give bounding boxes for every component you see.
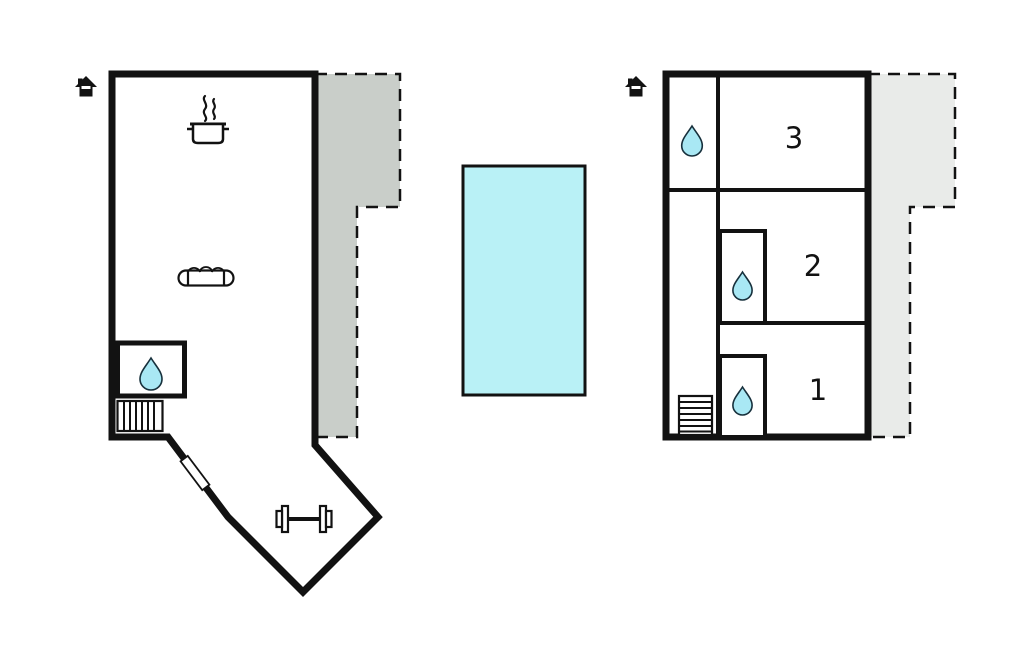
house-window [631, 86, 641, 89]
ground-floor-plan [75, 70, 402, 597]
sofa-back-cushions [187, 266, 225, 275]
water-drop-icon [732, 270, 753, 301]
sofa-icon [177, 266, 235, 287]
pot-with-steam-icon [187, 94, 229, 145]
door-icon [179, 454, 211, 492]
room-label-1: 1 [809, 373, 827, 407]
steam-icon [202, 94, 208, 123]
upper-terrace [866, 72, 957, 439]
water-drop-icon [732, 385, 753, 416]
dumbbell-bar [288, 517, 320, 521]
ground-terrace [313, 72, 402, 439]
upper-floor-plan: 3 2 1 [625, 70, 957, 441]
pot-body [191, 122, 225, 145]
dumbbell-cap [324, 509, 333, 529]
steam-icon [212, 97, 216, 121]
water-drop-icon [680, 124, 704, 157]
stairs-treads [679, 401, 712, 433]
house-icon [75, 76, 97, 97]
stairs-icon [116, 399, 164, 433]
stairs-treads [123, 401, 155, 431]
sofa-seat [186, 269, 226, 287]
swimming-pool [461, 164, 587, 397]
water-drop-icon [139, 356, 163, 391]
dumbbell-icon [275, 504, 333, 534]
house-window [81, 86, 91, 89]
room-label-3: 3 [785, 121, 803, 155]
room-label-2: 2 [804, 249, 822, 283]
stairs-icon [677, 394, 714, 437]
ground-floor-outline [108, 70, 383, 597]
house-icon [625, 76, 647, 97]
dumbbell-cap [275, 509, 284, 529]
